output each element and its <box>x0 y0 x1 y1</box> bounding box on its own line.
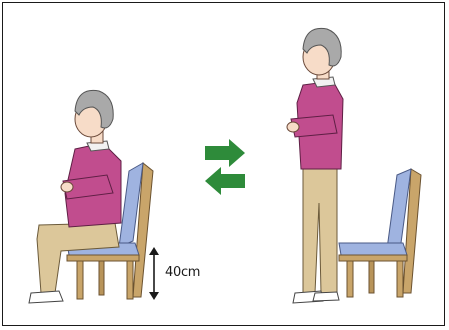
arrow-left-icon <box>205 167 245 195</box>
double-arrow-vertical-icon <box>149 247 159 300</box>
illustration-frame: 40cm <box>2 2 445 326</box>
chair-right <box>339 169 421 297</box>
seat-height-label: 40cm <box>165 265 200 280</box>
standing-woman <box>287 28 343 303</box>
arrow-right-icon <box>205 139 245 167</box>
seated-woman <box>29 90 121 303</box>
sit-to-stand-illustration <box>3 3 446 327</box>
